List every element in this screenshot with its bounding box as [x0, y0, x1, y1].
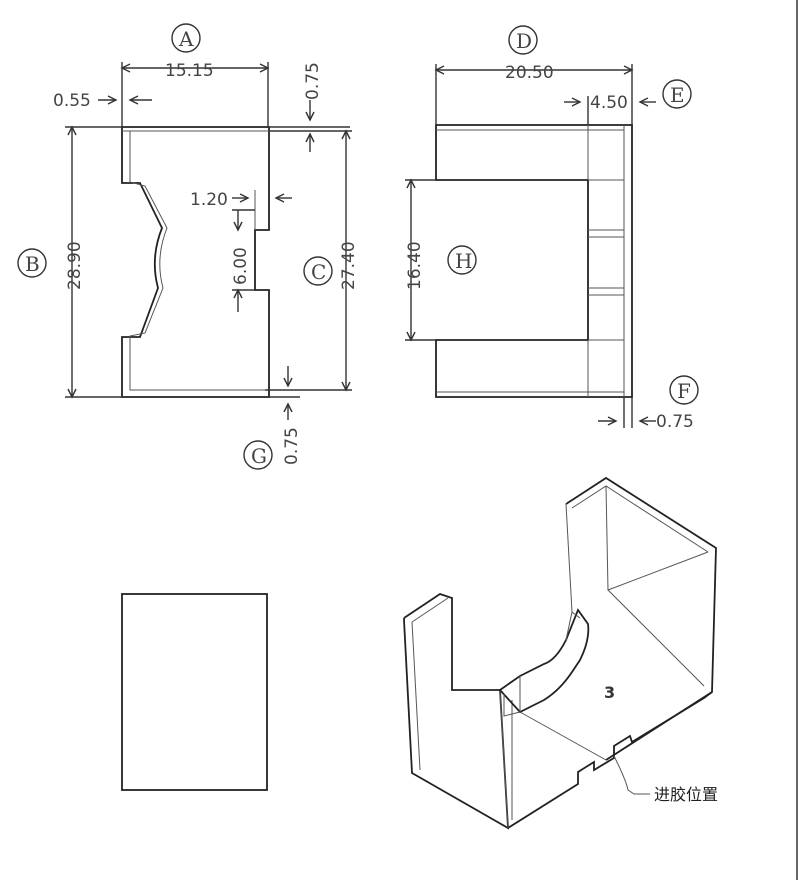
dim-f: 0.75 F [598, 375, 699, 432]
dim-b: 28.90 B [17, 125, 122, 399]
label-c: C [311, 260, 326, 284]
dim-label-thickness-side: 0.75 [656, 412, 694, 432]
dim-a: 15.15 A [120, 23, 270, 127]
dim-label-depth-side: 4.50 [590, 93, 628, 113]
label-g: G [251, 444, 267, 468]
front-view [121, 126, 270, 398]
dim-e: 4.50 E [564, 79, 692, 125]
dim-label-width-front: 15.15 [165, 61, 214, 81]
top-view-rect [121, 593, 268, 791]
dim-label-width-side: 20.50 [505, 63, 554, 83]
dim-label-height-inner: 27.40 [339, 241, 359, 290]
dim-slot-height: 6.00 [231, 209, 255, 312]
dim-label-offset-left: 0.55 [53, 91, 91, 111]
dim-label-slot-depth: 1.20 [190, 190, 228, 210]
page-number: 3 [604, 683, 615, 702]
label-f: F [677, 379, 691, 403]
isometric-view: 进胶位置 3 [403, 476, 718, 830]
dim-c: 27.40 C [265, 129, 359, 392]
dim-g: 0.75 G [243, 366, 302, 470]
dim-thickness-top: 0.75 [268, 62, 350, 152]
label-d: D [516, 29, 532, 53]
gate-leader [613, 755, 650, 795]
dim-label-height-opening: 16.40 [405, 241, 425, 290]
label-e: E [670, 83, 685, 107]
dim-h: 16.40 H [405, 178, 477, 342]
dim-label-thickness-bottom: 0.75 [282, 427, 302, 465]
label-b: B [25, 252, 40, 276]
dim-offset-left: 0.55 [53, 91, 152, 111]
label-a: A [178, 27, 194, 51]
dim-label-thickness-top: 0.75 [303, 62, 323, 100]
dim-d: 20.50 D [434, 25, 634, 125]
dim-label-height-outer: 28.90 [65, 241, 85, 290]
dim-label-slot-height: 6.00 [231, 247, 251, 285]
dim-slot-depth: 1.20 [190, 190, 292, 230]
front-outline [121, 126, 270, 398]
front-inner-line [129, 131, 265, 391]
gate-position-note: 进胶位置 [654, 785, 718, 804]
label-h: H [455, 249, 472, 273]
